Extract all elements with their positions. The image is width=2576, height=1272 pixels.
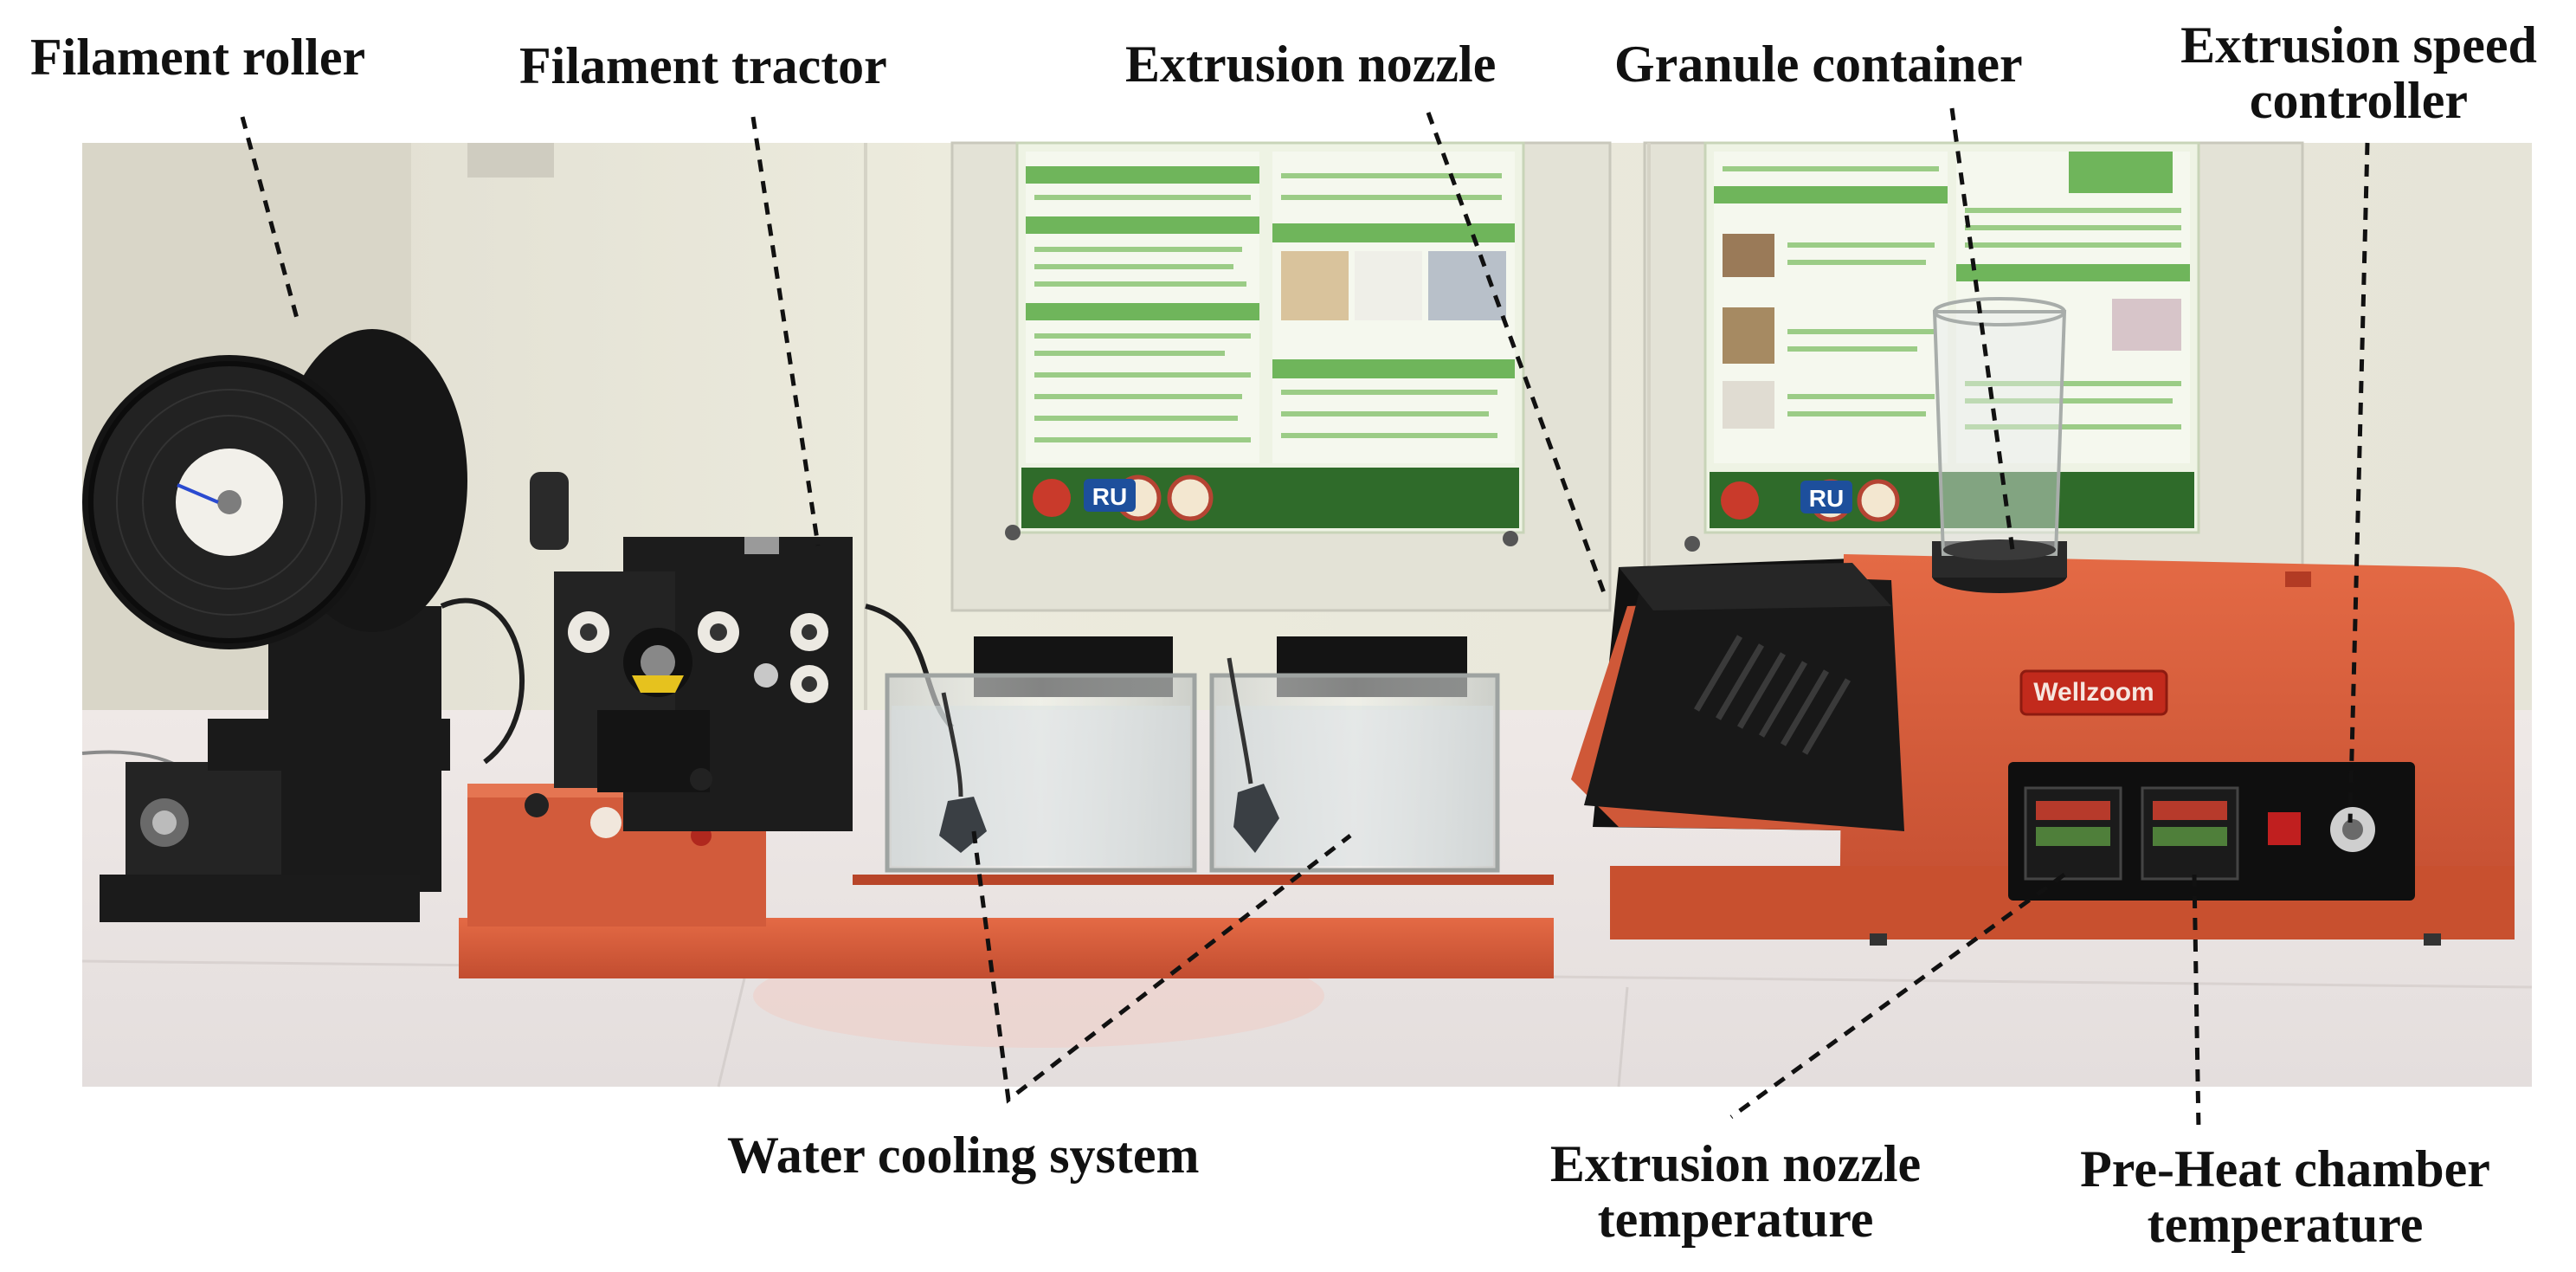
leader-water-cooling-system xyxy=(971,830,1352,1104)
label-extrusion-nozzle-temperature-line2: temperature xyxy=(1597,1191,1874,1248)
label-preheat-chamber-temperature: Pre-Heat chamber temperature xyxy=(2025,1141,2545,1252)
label-extrusion-speed-controller: Extrusion speed controller xyxy=(2147,17,2571,128)
label-preheat-chamber-temperature-line2: temperature xyxy=(2147,1196,2424,1253)
leader-extrusion-speed-controller xyxy=(2347,142,2370,823)
leader-granule-container xyxy=(1949,107,2015,551)
label-extrusion-nozzle: Extrusion nozzle xyxy=(1125,36,1497,93)
poster-logo-box-2 xyxy=(1084,479,1136,512)
label-extrusion-nozzle-temperature: Extrusion nozzle temperature xyxy=(1510,1136,1961,1247)
extruder-machine: Wellzoom xyxy=(1571,297,2515,946)
poster-logo-text: RU xyxy=(1809,485,1844,512)
poster-logo-text-2: RU xyxy=(1092,483,1127,510)
label-filament-tractor: Filament tractor xyxy=(519,37,887,94)
filament-roller xyxy=(82,329,467,922)
label-preheat-chamber-temperature-line1: Pre-Heat chamber xyxy=(2080,1140,2490,1198)
leader-extrusion-nozzle-temperature xyxy=(1729,872,2066,1120)
cooling-base xyxy=(459,918,1554,978)
filament-tractor xyxy=(530,472,853,831)
label-granule-container: Granule container xyxy=(1614,36,2023,93)
leader-filament-roller xyxy=(240,116,301,326)
leader-filament-tractor xyxy=(750,116,821,546)
label-extrusion-speed-controller-line1: Extrusion speed xyxy=(2180,16,2537,74)
water-cooling-tanks xyxy=(885,636,1500,873)
brand-plate xyxy=(2019,669,2168,716)
leader-lines xyxy=(240,107,2370,1131)
label-extrusion-speed-controller-line2: controller xyxy=(2249,72,2469,129)
poster-left xyxy=(1005,141,1525,546)
brand-plate-text: Wellzoom xyxy=(2033,678,2154,707)
poster-logo-box xyxy=(1800,481,1852,513)
label-extrusion-nozzle-temperature-line1: Extrusion nozzle xyxy=(1549,1135,1922,1192)
label-water-cooling-system: Water cooling system xyxy=(727,1127,1200,1184)
poster-right xyxy=(1684,141,2200,552)
label-filament-roller: Filament roller xyxy=(30,29,366,86)
